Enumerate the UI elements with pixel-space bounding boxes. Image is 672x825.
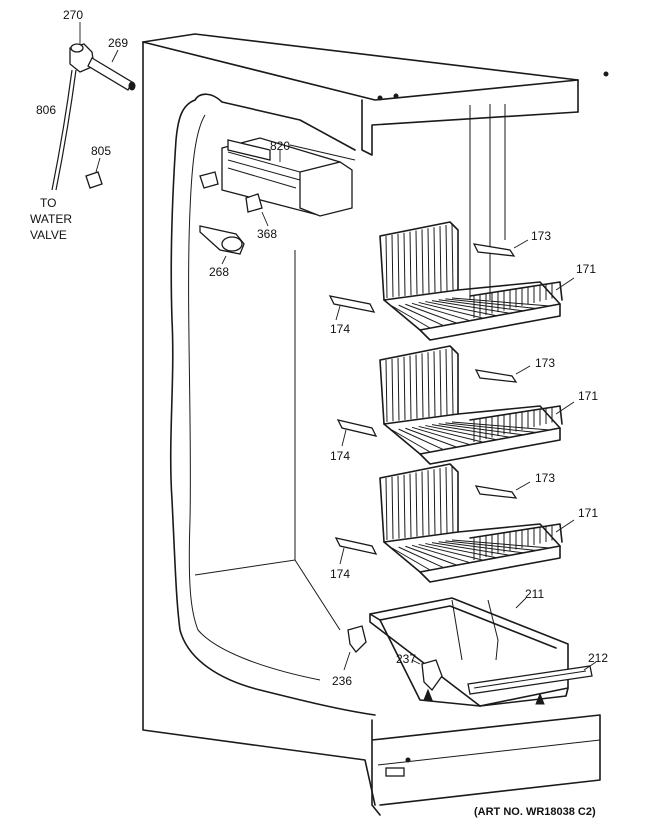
art-number: (ART NO. WR18038 C2) xyxy=(474,806,596,818)
shelf-rails-173 xyxy=(472,239,531,499)
freezer-liner xyxy=(169,93,376,716)
callout-820: 820 xyxy=(270,139,290,153)
callout-806: 806 xyxy=(36,103,56,117)
part-268 xyxy=(199,225,245,265)
water-note-line-1: TO xyxy=(40,196,56,210)
basket-middle xyxy=(379,345,575,465)
callout-368: 368 xyxy=(257,227,277,241)
callout-171-bot: 171 xyxy=(578,506,598,520)
shelf-supports-174 xyxy=(328,295,378,565)
water-valve-note: TO WATER VALVE xyxy=(30,196,72,242)
callout-173-top: 173 xyxy=(531,229,551,243)
callout-212: 212 xyxy=(588,651,608,665)
callout-171-top: 171 xyxy=(576,262,596,276)
clip-805 xyxy=(85,157,103,189)
callout-270: 270 xyxy=(63,8,83,22)
ice-maker-820 xyxy=(199,137,356,227)
water-note-line-2: WATER xyxy=(30,212,72,226)
water-note-line-3: VALVE xyxy=(30,228,67,242)
fill-tube-assembly xyxy=(51,22,136,191)
wire-baskets-171 xyxy=(379,221,575,583)
callout-268: 268 xyxy=(209,265,229,279)
callout-171-mid: 171 xyxy=(578,389,598,403)
callout-211: 211 xyxy=(525,587,544,601)
basket-bottom xyxy=(379,463,575,583)
callout-236: 236 xyxy=(332,674,352,688)
callout-labels: 270 269 806 805 820 368 268 173 171 174 … xyxy=(36,8,608,688)
callout-805: 805 xyxy=(91,144,111,158)
callout-269: 269 xyxy=(108,36,128,50)
callout-174-bot: 174 xyxy=(330,567,350,581)
callout-174-top: 174 xyxy=(330,322,350,336)
callout-173-bot: 173 xyxy=(535,471,555,485)
pan-clips xyxy=(343,625,443,692)
freezer-pan-211 xyxy=(369,597,597,707)
basket-top xyxy=(379,221,575,341)
callout-173-mid: 173 xyxy=(535,356,555,370)
callout-237: 237 xyxy=(396,652,416,666)
callout-174-mid: 174 xyxy=(330,449,350,463)
cabinet-shell xyxy=(142,33,609,816)
